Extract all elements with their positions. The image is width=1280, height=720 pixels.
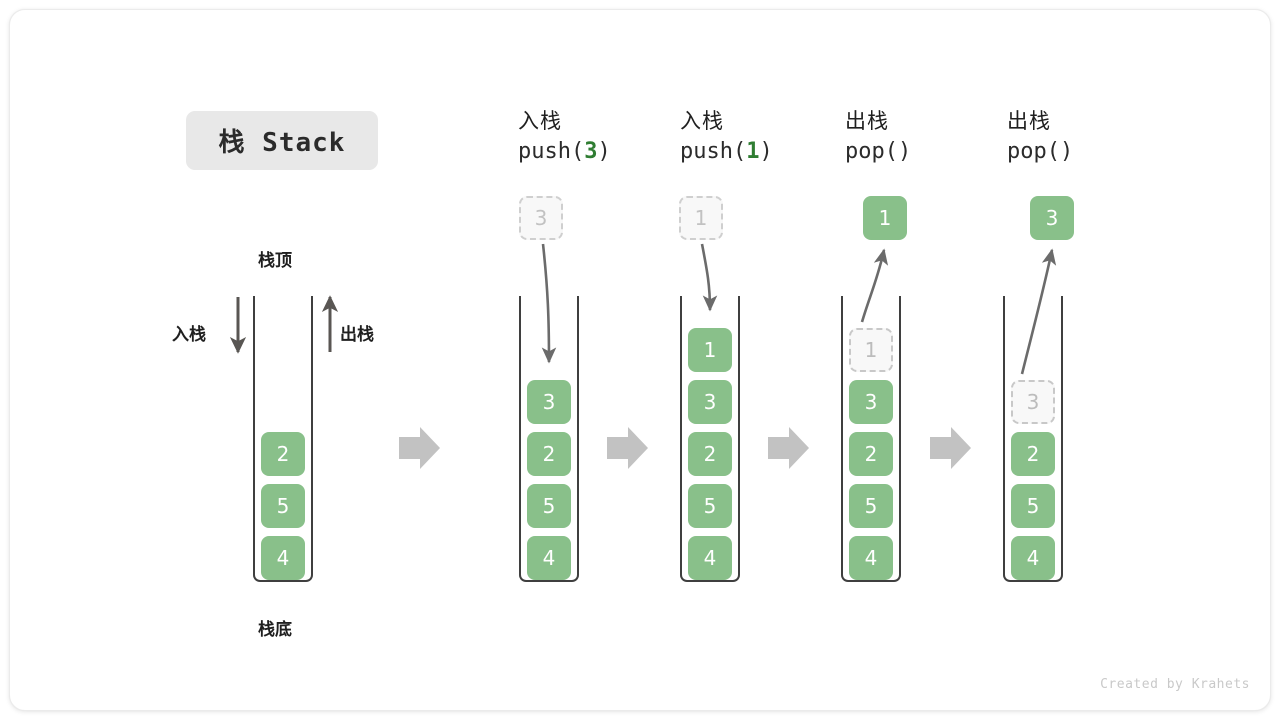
stack-cell: 4 (1011, 536, 1055, 580)
code-prefix: push( (680, 139, 747, 164)
stack-cell: 2 (688, 432, 732, 476)
code-prefix: pop( (1007, 139, 1060, 164)
diagram-title: 栈 Stack (186, 111, 378, 170)
stack-cell: 3 (688, 380, 732, 424)
pop-direction-label: 出栈 (340, 325, 374, 345)
stack-cell: 2 (1011, 432, 1055, 476)
code-number: 1 (746, 139, 760, 164)
stack-cell: 5 (527, 484, 571, 528)
stack-cell: 5 (688, 484, 732, 528)
code-number: 3 (584, 139, 598, 164)
code-suffix: ) (1059, 139, 1074, 164)
op-caption-push-1: 入栈 push(1) (680, 106, 773, 168)
stack-cell: 2 (849, 432, 893, 476)
stack-after-push-1: 1 3 2 5 4 (680, 296, 740, 582)
stack-cell: 2 (527, 432, 571, 476)
stack-cell-removed: 1 (849, 328, 893, 372)
stack-cell: 3 (849, 380, 893, 424)
code-suffix: ) (897, 139, 912, 164)
stack-cell: 4 (688, 536, 732, 580)
stack-top-label: 栈顶 (258, 251, 292, 271)
stack-container-walls (253, 296, 313, 582)
code-prefix: push( (518, 139, 585, 164)
code-suffix: ) (759, 139, 773, 164)
stack-container-walls (1003, 296, 1063, 582)
stack-cells: 2 5 4 (253, 432, 313, 580)
op-caption-cn: 出栈 (1007, 109, 1051, 133)
push-direction-label: 入栈 (172, 325, 206, 345)
op-caption-code: pop() (1007, 136, 1073, 168)
op-caption-push-3: 入栈 push(3) (518, 106, 611, 168)
op-caption-pop-3: 出栈 pop() (1007, 106, 1073, 168)
stack-cells: 3 2 5 4 (1003, 380, 1063, 580)
stack-cell: 4 (849, 536, 893, 580)
stack-cells: 3 2 5 4 (519, 380, 579, 580)
popped-value-3: 3 (1030, 196, 1074, 240)
code-prefix: pop( (845, 139, 898, 164)
stack-cell: 4 (261, 536, 305, 580)
code-suffix: ) (597, 139, 611, 164)
stack-after-pop-3: 3 2 5 4 (1003, 296, 1063, 582)
op-caption-cn: 入栈 (518, 109, 562, 133)
stack-cell: 1 (688, 328, 732, 372)
op-caption-cn: 出栈 (845, 109, 889, 133)
stack-cell-removed: 3 (1011, 380, 1055, 424)
stack-bottom-label: 栈底 (258, 620, 292, 640)
op-caption-cn: 入栈 (680, 109, 724, 133)
stack-cell: 5 (1011, 484, 1055, 528)
op-caption-code: pop() (845, 136, 911, 168)
stack-after-push-3: 3 2 5 4 (519, 296, 579, 582)
stack-cell: 5 (849, 484, 893, 528)
stack-after-pop-1: 1 3 2 5 4 (841, 296, 901, 582)
stack-cell: 3 (527, 380, 571, 424)
stack-cells: 1 3 2 5 4 (841, 328, 901, 580)
op-caption-code: push(1) (680, 136, 773, 168)
stack-initial: 2 5 4 (253, 296, 313, 582)
op-caption-pop-1: 出栈 pop() (845, 106, 911, 168)
popped-value-1: 1 (863, 196, 907, 240)
stack-container-walls (841, 296, 901, 582)
attribution-footer: Created by Krahets (1100, 677, 1250, 692)
pending-push-value-3: 3 (519, 196, 563, 240)
stack-cell: 5 (261, 484, 305, 528)
stack-cells: 1 3 2 5 4 (680, 328, 740, 580)
stack-container-walls (519, 296, 579, 582)
op-caption-code: push(3) (518, 136, 611, 168)
pending-push-value-1: 1 (679, 196, 723, 240)
stack-container-walls (680, 296, 740, 582)
stack-cell: 4 (527, 536, 571, 580)
stack-cell: 2 (261, 432, 305, 476)
